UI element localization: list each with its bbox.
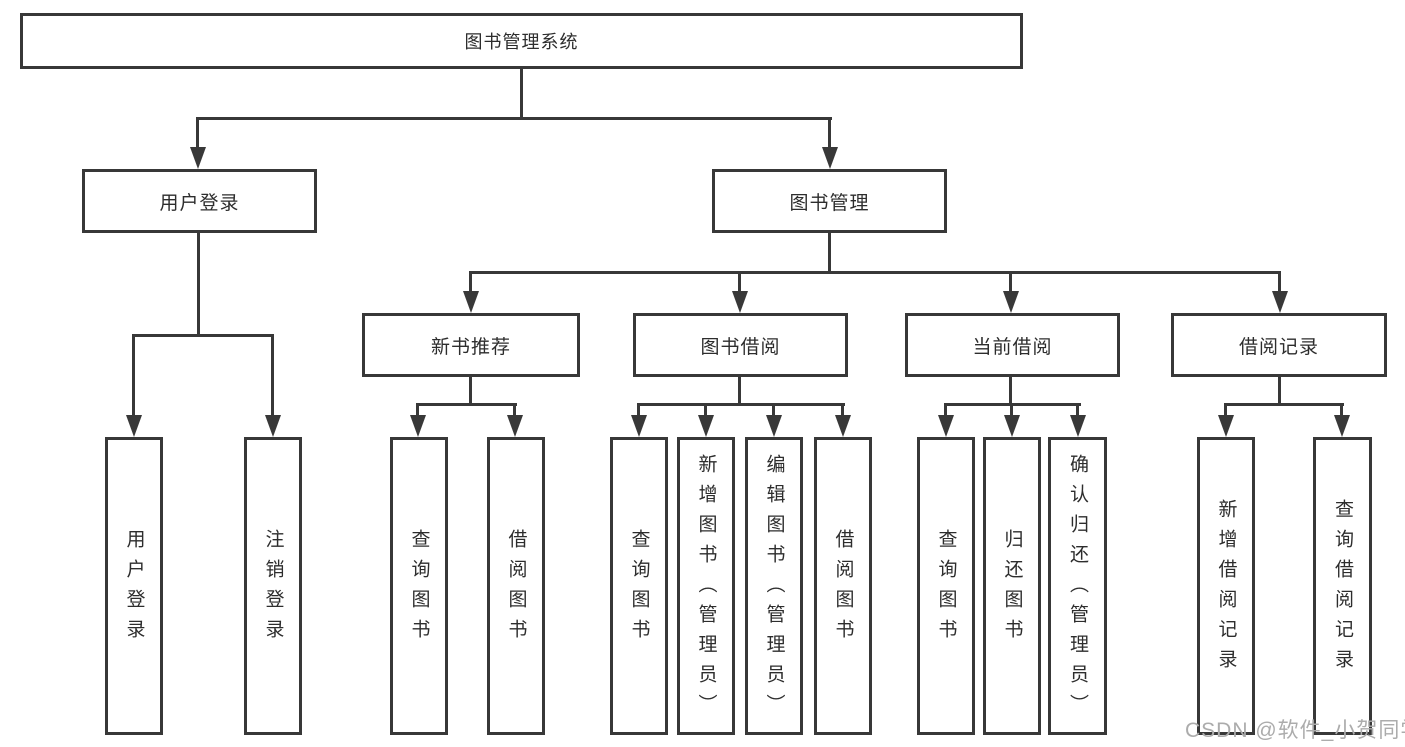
arrow-down [126, 415, 142, 437]
connector-line [1009, 377, 1012, 406]
connector-line [416, 403, 517, 406]
connector-line [944, 403, 947, 416]
connector-line [132, 334, 135, 415]
node-current-borrow: 当前借阅 [905, 313, 1120, 377]
connector-line [196, 117, 832, 120]
node-book-borrow-label: 图书借阅 [700, 336, 781, 358]
leaf-confirm-return-admin-label: 确认归还（管理员） [1067, 454, 1088, 724]
arrow-down [1003, 291, 1019, 313]
arrow-down [1218, 415, 1234, 437]
arrow-down [1272, 291, 1288, 313]
leaf-add-book-admin-label: 新增图书（管理员） [695, 454, 717, 724]
arrow-down [1070, 415, 1086, 437]
leaf-query-borrow-record: 查询借阅记录 [1313, 437, 1372, 735]
leaf-borrow-query-book: 查询图书 [610, 437, 668, 735]
arrow-down [1334, 415, 1350, 437]
connector-line [196, 117, 199, 149]
leaf-return-book-label: 归还图书 [1001, 529, 1023, 649]
leaf-logout: 注销登录 [244, 437, 302, 735]
connector-line [469, 271, 472, 293]
node-user-login-label: 用户登录 [159, 192, 240, 214]
leaf-borrow-book-label: 借阅图书 [832, 529, 854, 649]
leaf-add-borrow-record-label: 新增借阅记录 [1215, 499, 1237, 679]
connector-line [1224, 403, 1344, 406]
arrow-down [938, 415, 954, 437]
connector-line [197, 233, 200, 337]
node-book-management-label: 图书管理 [789, 192, 870, 214]
leaf-query-borrow-record-label: 查询借阅记录 [1332, 499, 1353, 679]
connector-line [828, 233, 831, 274]
leaf-user-login: 用户登录 [105, 437, 163, 735]
connector-line [1278, 271, 1281, 293]
node-borrow-records-label: 借阅记录 [1238, 336, 1319, 358]
connector-line [1010, 403, 1013, 416]
node-book-management: 图书管理 [712, 169, 947, 233]
connector-line [469, 271, 1281, 274]
leaf-recommend-borrow-book-label: 借阅图书 [505, 529, 527, 649]
arrow-down [190, 147, 206, 169]
leaf-borrow-query-book-label: 查询图书 [628, 529, 650, 649]
leaf-logout-label: 注销登录 [262, 529, 284, 649]
leaf-recommend-query-book: 查询图书 [390, 437, 448, 735]
leaf-add-book-admin: 新增图书（管理员） [677, 437, 735, 735]
arrow-down [265, 415, 281, 437]
connector-line [738, 271, 741, 293]
arrow-down [732, 291, 748, 313]
node-root-label: 图书管理系统 [464, 32, 579, 52]
connector-line [1076, 403, 1079, 416]
connector-line [416, 403, 419, 416]
node-root: 图书管理系统 [20, 13, 1023, 69]
arrow-down [766, 415, 782, 437]
arrow-down [410, 415, 426, 437]
arrow-down [507, 415, 523, 437]
connector-line [772, 403, 775, 416]
leaf-current-query-book-label: 查询图书 [935, 529, 957, 649]
connector-line [738, 377, 741, 406]
leaf-return-book: 归还图书 [983, 437, 1041, 735]
connector-line [1278, 377, 1281, 406]
node-book-borrow: 图书借阅 [633, 313, 848, 377]
arrow-down [822, 147, 838, 169]
connector-line [1009, 271, 1012, 293]
arrow-down [631, 415, 647, 437]
leaf-current-query-book: 查询图书 [917, 437, 975, 735]
connector-line [637, 403, 640, 416]
connector-line [271, 334, 274, 415]
connector-line [132, 334, 274, 337]
connector-line [513, 403, 516, 416]
leaf-user-login-label: 用户登录 [123, 529, 145, 649]
leaf-recommend-query-book-label: 查询图书 [408, 529, 430, 649]
arrow-down [835, 415, 851, 437]
node-new-book-recommend: 新书推荐 [362, 313, 580, 377]
arrow-down [463, 291, 479, 313]
leaf-add-borrow-record: 新增借阅记录 [1197, 437, 1255, 735]
arrow-down [1004, 415, 1020, 437]
connector-line [828, 117, 831, 149]
connector-line [704, 403, 707, 416]
csdn-watermark: CSDN @软件_小贺同学 [1185, 719, 1405, 742]
leaf-edit-book-admin: 编辑图书（管理员） [745, 437, 803, 735]
leaf-confirm-return-admin: 确认归还（管理员） [1048, 437, 1107, 735]
arrow-down [698, 415, 714, 437]
connector-line [637, 403, 845, 406]
leaf-edit-book-admin-label: 编辑图书（管理员） [763, 454, 785, 724]
connector-line [520, 69, 523, 117]
node-new-book-recommend-label: 新书推荐 [430, 336, 511, 358]
connector-line [841, 403, 844, 416]
leaf-borrow-book: 借阅图书 [814, 437, 872, 735]
node-user-login: 用户登录 [82, 169, 317, 233]
node-borrow-records: 借阅记录 [1171, 313, 1387, 377]
connector-line [1340, 403, 1343, 416]
connector-line [1224, 403, 1227, 416]
node-current-borrow-label: 当前借阅 [972, 336, 1053, 358]
connector-line [469, 377, 472, 406]
leaf-recommend-borrow-book: 借阅图书 [487, 437, 545, 735]
